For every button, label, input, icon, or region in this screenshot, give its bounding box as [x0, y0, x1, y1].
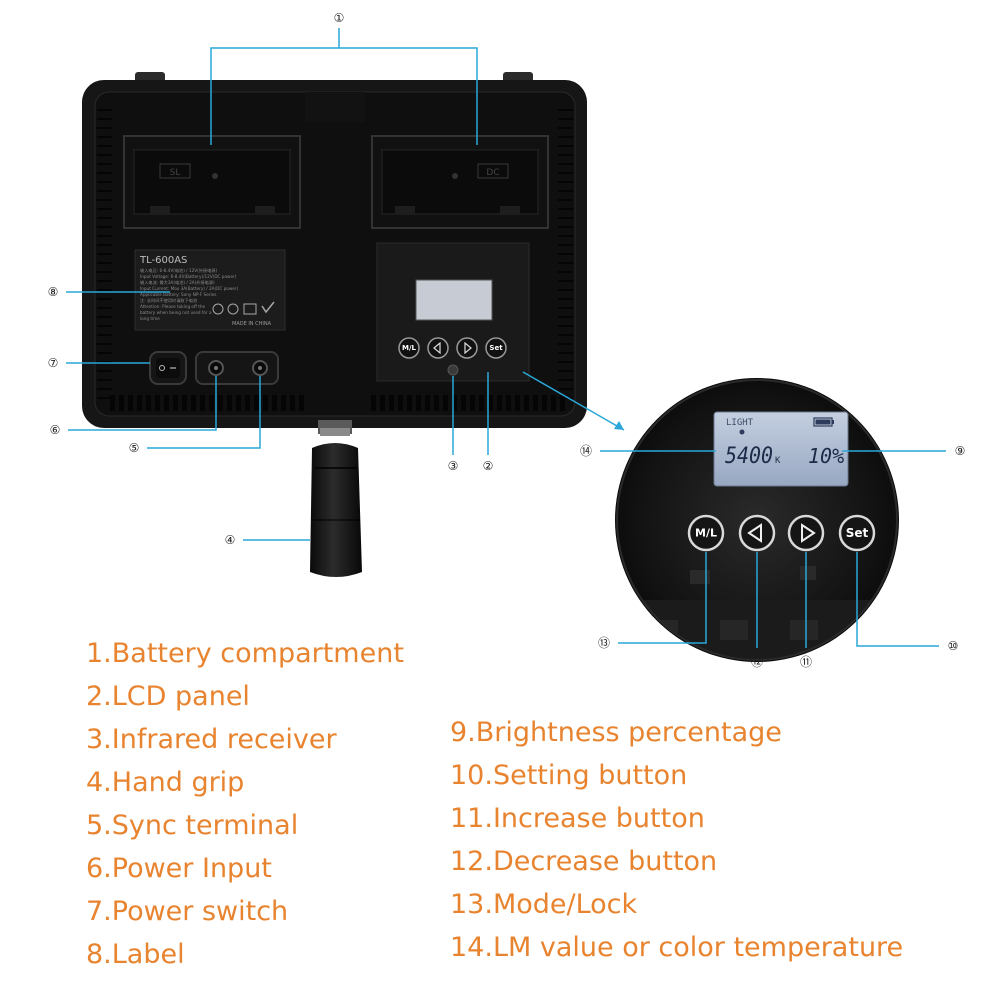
lcd-indicator-dot: [739, 429, 745, 435]
device-increase-button[interactable]: [456, 337, 478, 359]
callout-8: ⑧: [48, 285, 59, 299]
legend-right: 9.Brightness percentage 10.Setting butto…: [450, 711, 903, 969]
callout-4: ④: [225, 533, 236, 547]
spec-line: Applicable Battery: Sony NP-F Series: [140, 292, 216, 297]
callout-1: ①: [334, 11, 345, 25]
legend-item: 2.LCD panel: [86, 681, 250, 712]
callout-6: ⑥: [50, 423, 61, 437]
model-name: TL-600AS: [139, 255, 187, 266]
spec-line: battery when being not used for a: [140, 310, 212, 315]
lcd-kelvin-unit: K: [775, 456, 781, 466]
power-switch[interactable]: [149, 351, 187, 385]
hand-grip[interactable]: [310, 420, 362, 577]
device-increase-arrow-icon: [464, 341, 472, 355]
infrared-receiver: [447, 364, 459, 376]
leader-lines: [66, 28, 946, 648]
callout-5: ⑤: [129, 441, 140, 455]
device-mode-button-label: M/L: [402, 344, 417, 352]
legend-item: 5.Sync terminal: [86, 810, 299, 841]
legend-item: 8.Label: [86, 939, 185, 970]
zoom-mode-lock-button[interactable]: M/L: [687, 514, 725, 552]
device-mode-button[interactable]: M/L: [398, 337, 420, 359]
legend-item: 10.Setting button: [450, 760, 688, 791]
legend-left: 1.Battery compartment 2.LCD panel 3.Infr…: [86, 632, 404, 976]
spec-line: Input Voltage: 6-8.4V(Battery)/12V(DC po…: [140, 274, 237, 279]
lcd-panel-area: [376, 242, 530, 382]
callout-10: ⑩: [948, 639, 959, 653]
lcd-light-label: LIGHT: [726, 418, 754, 428]
battery-compartment-right[interactable]: DC: [371, 135, 549, 229]
legend-item: 1.Battery compartment: [86, 638, 404, 669]
spec-line: long time: [140, 316, 160, 321]
battery-slot-mark-right: DC: [486, 168, 499, 178]
device-label: TL-600AS 输入电压: 6-8.4V(电池) / 12V(外接电源)Inp…: [134, 249, 286, 331]
device-set-button-label: Set: [489, 344, 503, 352]
certification-marks-icon: [212, 301, 275, 315]
zoom-decrease-button[interactable]: [738, 514, 776, 552]
lcd-brightness-percent: 10%: [808, 444, 844, 468]
device-control-buttons: M/L Set: [398, 337, 507, 359]
legend-item: 7.Power switch: [86, 896, 289, 927]
legend-item: 14.LM value or color temperature: [450, 932, 904, 963]
legend-item: 9.Brightness percentage: [450, 717, 782, 748]
device-set-button[interactable]: Set: [485, 337, 507, 359]
callout-7: ⑦: [48, 356, 59, 370]
device-decrease-arrow-icon: [433, 341, 441, 355]
device-decrease-button[interactable]: [427, 337, 449, 359]
legend-item: 11.Increase button: [450, 803, 705, 834]
spec-line: Input Current: Max 3A(Battery) / 2A(DC p…: [140, 286, 239, 291]
made-in-label: MADE IN CHINA: [232, 321, 272, 327]
spec-line: 输入电压: 6-8.4V(电池) / 12V(外接电源): [140, 267, 217, 274]
lcd-display-zoom: LIGHT 5400 K 10%: [713, 411, 849, 487]
zoom-increase-button[interactable]: [787, 514, 825, 552]
lcd-kelvin-value: 5400: [725, 444, 773, 469]
legend-item: 13.Mode/Lock: [450, 889, 638, 920]
zoom-mode-lock-button-label: M/L: [695, 527, 717, 540]
battery-slot-mark-left: SL: [170, 168, 181, 178]
lcd-battery-icon: [813, 417, 834, 427]
battery-compartment-left[interactable]: SL: [123, 135, 301, 229]
decrease-arrow-icon: [747, 523, 762, 543]
callout-9: ⑨: [955, 444, 966, 458]
legend-item: 12.Decrease button: [450, 846, 718, 877]
callout-3: ③: [448, 459, 459, 473]
legend-item: 3.Infrared receiver: [86, 724, 337, 755]
increase-arrow-icon: [801, 523, 816, 543]
callout-13: ⑬: [598, 636, 610, 650]
callout-14: ⑭: [580, 444, 592, 458]
spec-line: 注: 长时间不使用时请取下电池: [140, 297, 198, 304]
legend-item: 6.Power Input: [86, 853, 272, 884]
spec-line: Attention: Please taking off the: [140, 304, 206, 309]
callout-labels: ① ② ③ ④ ⑤ ⑥ ⑦ ⑧ ⑨ ⑩ ⑪ ⑫ ⑬ ⑭: [48, 11, 966, 669]
spec-line: 输入电流: 最大3A(电池) / 2A(外接电源): [140, 279, 215, 286]
legend-item: 4.Hand grip: [86, 767, 245, 798]
zoom-set-button-label: Set: [846, 526, 869, 540]
callout-12: ⑫: [751, 655, 763, 669]
zoom-set-button[interactable]: Set: [838, 514, 876, 552]
callout-11: ⑪: [800, 655, 812, 669]
callout-2: ②: [483, 459, 494, 473]
